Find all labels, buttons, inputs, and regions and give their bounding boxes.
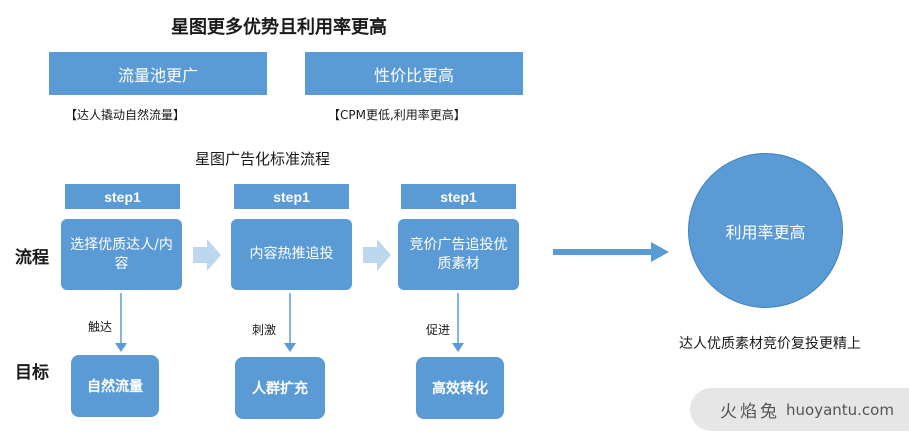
action-label-3: 促进 (426, 323, 451, 337)
action-label-1: 触达 (88, 320, 113, 334)
goal-box-1: 自然流量 (71, 355, 159, 417)
advantage-box-value: 性价比更高 (305, 52, 523, 95)
down-arrow-2 (284, 293, 296, 352)
process-title: 星图广告化标准流程 (195, 150, 331, 168)
down-arrow-3 (452, 293, 464, 352)
watermark: 火焰兔 huoyantu.com (690, 388, 909, 431)
chevron-arrow-2 (363, 239, 391, 271)
down-arrow-1 (115, 293, 127, 352)
row-label-goal: 目标 (15, 363, 49, 383)
chevron-arrow-1 (193, 239, 221, 271)
action-label-2: 刺激 (252, 323, 277, 337)
result-arrow (553, 242, 669, 262)
process-box-2: 内容热推追投 (231, 219, 352, 290)
goal-box-3: 高效转化 (416, 357, 504, 419)
advantage-note-traffic: 【达人撬动自然流量】 (65, 108, 186, 122)
result-circle: 利用率更高 (688, 153, 843, 308)
process-box-1: 选择优质达人/内容 (61, 219, 182, 290)
watermark-domain: huoyantu.com (786, 400, 894, 419)
row-label-process: 流程 (15, 248, 49, 268)
step-header-1: step1 (65, 184, 180, 209)
process-box-3: 竞价广告追投优质素材 (398, 219, 519, 290)
watermark-brand: 火焰兔 (720, 402, 780, 422)
advantage-note-value: 【CPM更低,利用率更高】 (328, 108, 466, 122)
goal-box-2: 人群扩充 (235, 357, 325, 419)
result-caption: 达人优质素材竞价复投更精上 (679, 336, 861, 352)
advantage-box-traffic: 流量池更广 (49, 52, 267, 95)
step-header-2: step1 (234, 184, 349, 209)
page-title: 星图更多优势且利用率更高 (171, 17, 387, 38)
step-header-3: step1 (401, 184, 516, 209)
